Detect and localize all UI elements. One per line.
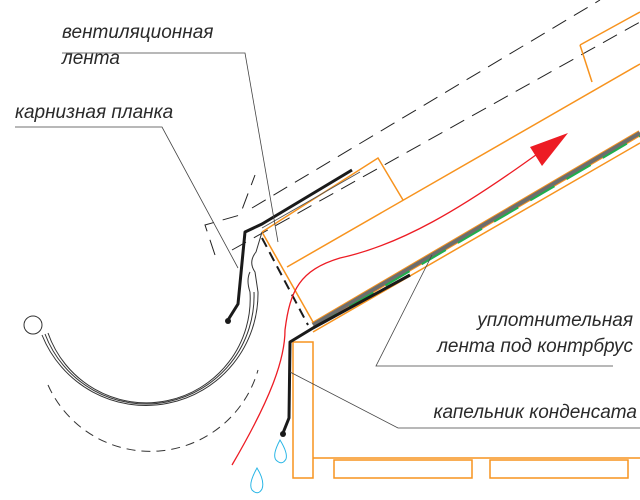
airflow-arrowhead-icon — [530, 133, 568, 166]
drip-edge — [281, 273, 411, 434]
gutter-bead — [23, 315, 43, 335]
water-drop-icon — [250, 467, 264, 494]
drip-edge-tip — [280, 431, 286, 437]
board-2 — [489, 459, 629, 479]
eave-strip-label: карнизная планка — [15, 102, 173, 123]
fascia-board — [292, 341, 314, 479]
sealing-tape — [312, 135, 640, 329]
gutter — [23, 231, 263, 406]
timber-structure — [261, 11, 640, 479]
water-drop-icon — [274, 438, 287, 464]
ventilation-tape — [261, 237, 309, 326]
leader-lines — [15, 52, 640, 429]
gutter-bracket-dashed — [47, 369, 259, 452]
batten — [261, 156, 404, 233]
roof-covering-dashed — [204, 0, 640, 256]
sealing-tape-label-line2: лента под контрбрус — [436, 336, 633, 357]
sealing-tape-label: уплотнительная — [475, 310, 633, 331]
airflow-arrow — [231, 151, 541, 466]
rafter-bottom — [312, 142, 640, 333]
ventilation-tape-label: вентиляционная — [62, 22, 213, 43]
counter-batten-top — [286, 63, 640, 268]
condensate-drip-label: капельник конденсата — [434, 402, 637, 423]
eave-strip — [226, 168, 353, 321]
board-1 — [333, 459, 473, 479]
counter-batten-edge — [261, 231, 314, 323]
ventilation-tape-label-line2: лента — [61, 48, 120, 69]
